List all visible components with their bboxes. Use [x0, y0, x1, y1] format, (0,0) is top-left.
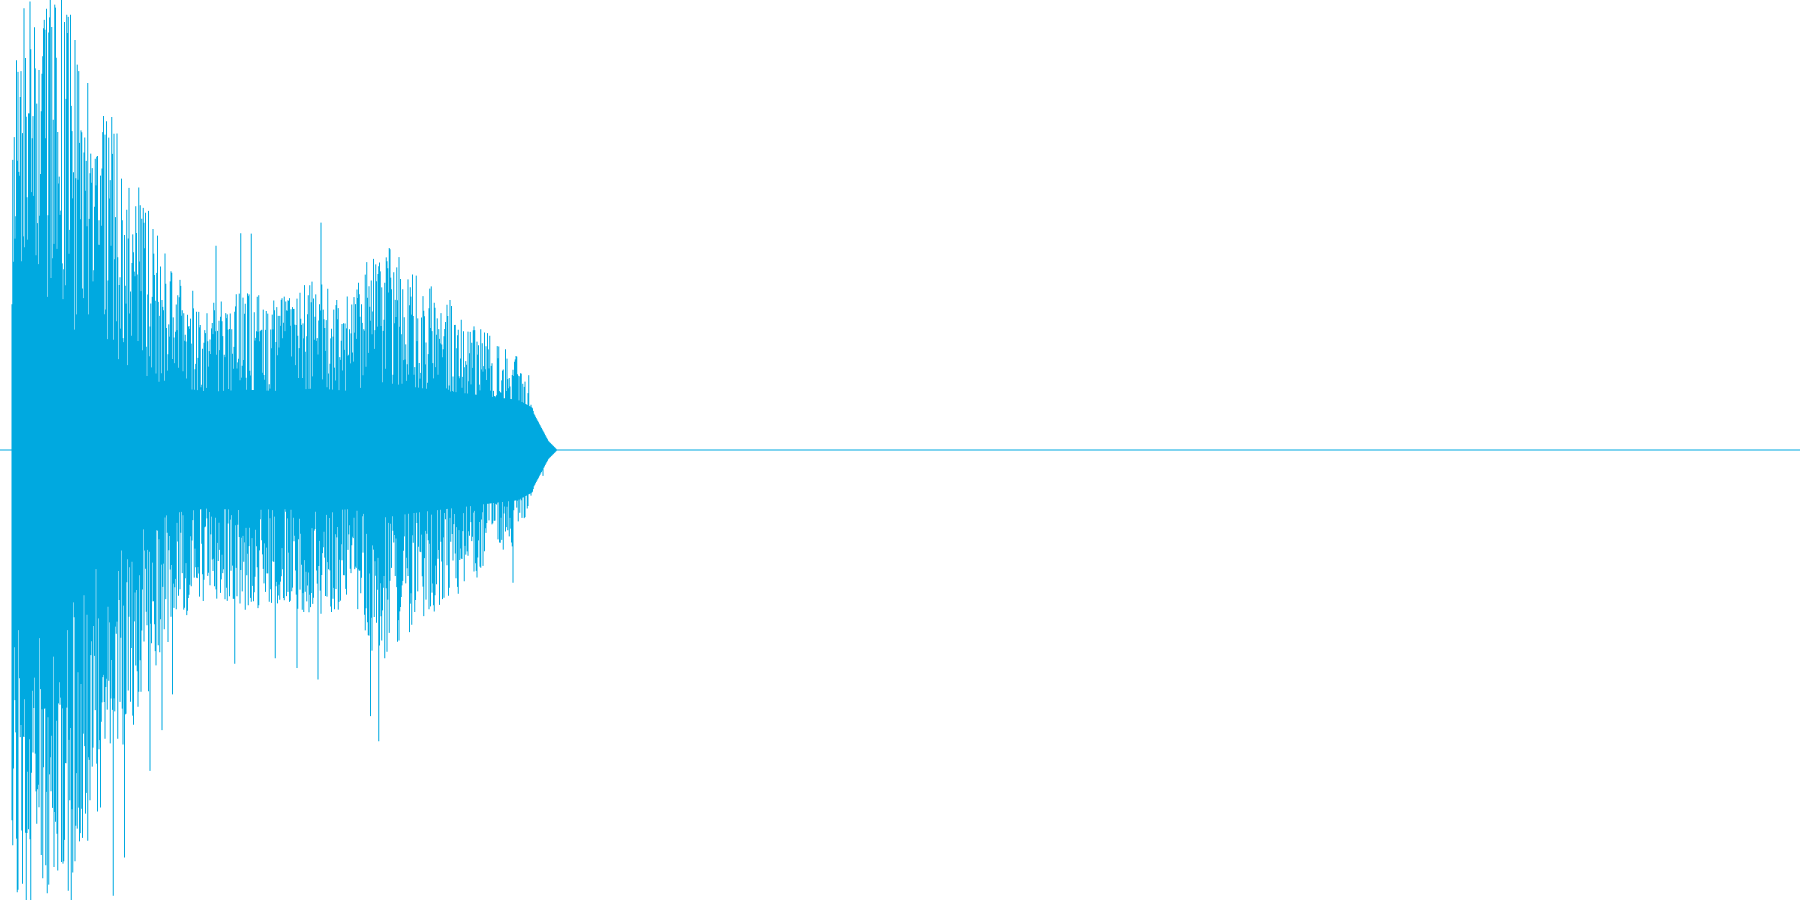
waveform-samples: [11, 0, 558, 900]
